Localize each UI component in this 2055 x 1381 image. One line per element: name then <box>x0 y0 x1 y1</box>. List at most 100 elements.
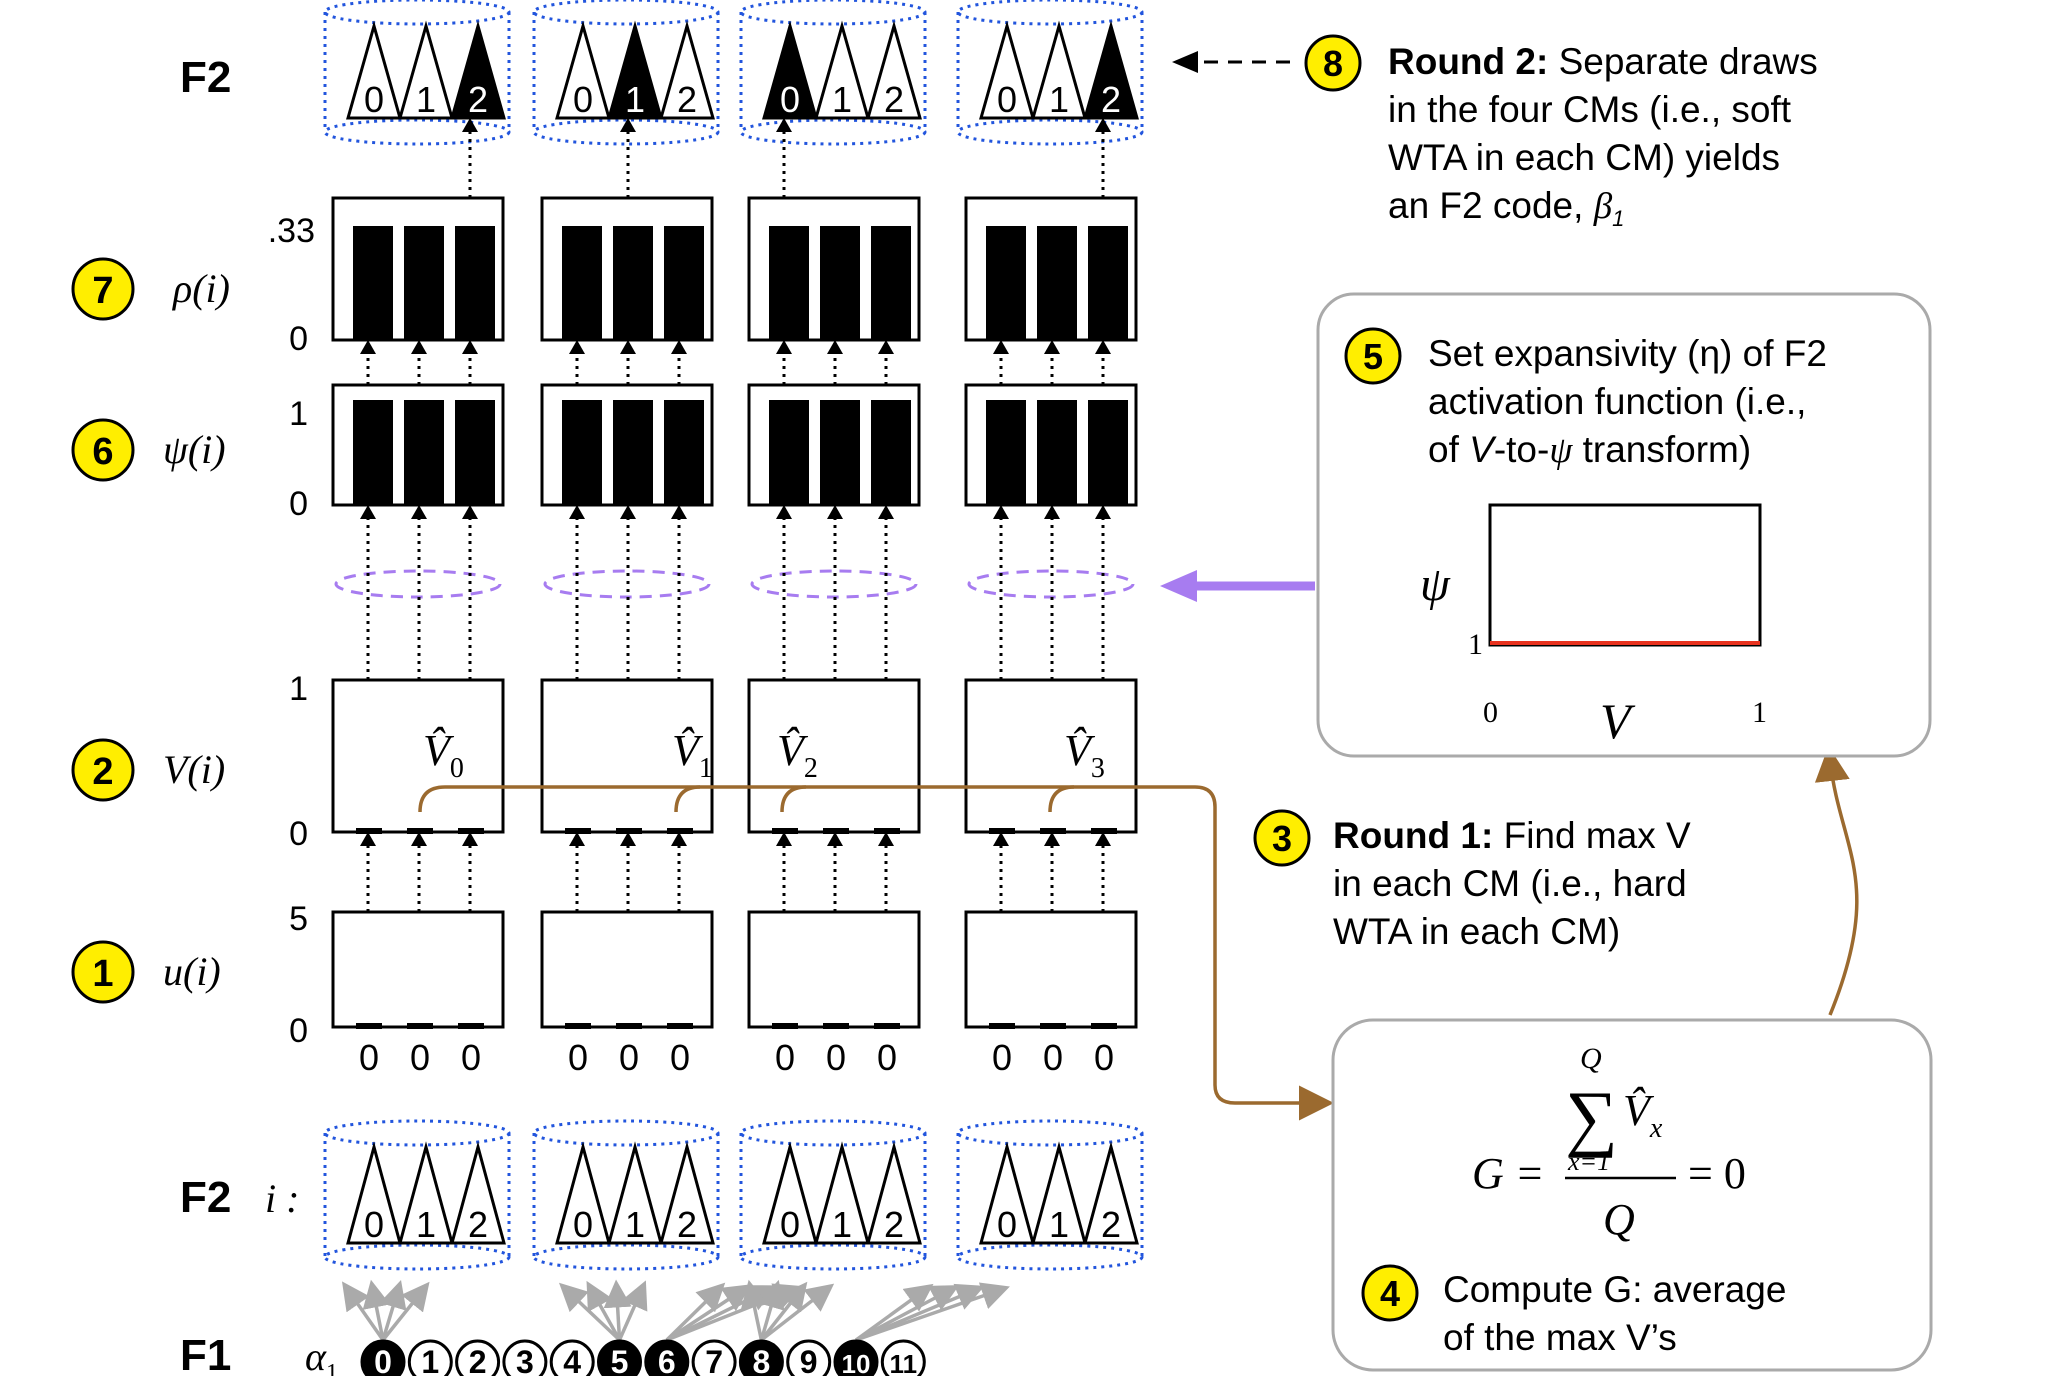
plot-x0: 0 <box>1483 696 1498 729</box>
cm-1-u-value-1: 0 <box>619 1037 639 1078</box>
f1-unit-0 <box>360 1339 406 1381</box>
cm-3-u-v-arrow-1-head <box>1044 832 1060 846</box>
box5-line1: Set expansivity (η) of F2 <box>1428 333 1827 374</box>
round2-line1: Round 2: Separate draws <box>1388 41 1818 82</box>
cm-3-psi-rho-arrow-0-head <box>993 340 1009 354</box>
cm-3-f2-bottom-cell-2 <box>1083 1141 1139 1245</box>
round1-line2: in each CM (i.e., hard <box>1333 863 1687 904</box>
cm-0-u-v-arrow-0-head <box>360 832 376 846</box>
step-8-badge: 8 <box>1304 34 1362 92</box>
cm-0-psi-bar-1 <box>404 400 444 505</box>
f1-unit-4 <box>549 1339 595 1381</box>
f1-unit-9-label: 9 <box>800 1344 818 1376</box>
cm-0-f2-bottom-top-ellipse <box>323 1119 511 1147</box>
step-6-badge: 6 <box>71 418 135 482</box>
box4-caption2: of the max V’s <box>1443 1317 1677 1358</box>
f1-unit-2 <box>455 1339 501 1381</box>
f1-unit-8 <box>738 1339 784 1381</box>
box4-caption1: Compute G: average <box>1443 1269 1786 1310</box>
cm-1-f2-bottom-cell-2-label: 2 <box>677 1204 697 1245</box>
round1-line1: Round 1: Find max V <box>1333 815 1691 856</box>
f1-unit-11 <box>880 1339 926 1381</box>
cm-2-rho-bar-2 <box>871 226 911 340</box>
cm-3-v-psi-arrow-2-head <box>1095 505 1111 519</box>
cm-0-f2-bottom-cell-1 <box>398 1141 454 1245</box>
f2-bottom-label: F2 <box>180 1173 231 1222</box>
f1-label: F1 <box>180 1331 231 1376</box>
v-tick-bottom: 0 <box>289 815 308 853</box>
cm-2-v-psi-arrow-2-head <box>878 505 894 519</box>
cm-1-u-v-arrow-0-head <box>569 832 585 846</box>
f1-unit-10 <box>833 1339 879 1381</box>
step-8-number: 8 <box>1323 43 1343 84</box>
cm-2-psi-bar-0 <box>769 400 809 505</box>
cm-0-rho-bar-1 <box>404 226 444 340</box>
cm-1-f2-bottom-bottom-ellipse <box>532 1243 720 1271</box>
cm-3-f2-bottom-cell-0 <box>979 1141 1035 1245</box>
cm-3-f2-bottom-cell-0-label: 0 <box>997 1204 1017 1245</box>
cm-2-psi-bar-2 <box>871 400 911 505</box>
cm-2-draw-arrow-head <box>776 118 792 132</box>
cm-2-u-value-0: 0 <box>775 1037 795 1078</box>
step-3-badge: 3 <box>1253 809 1311 867</box>
f1-unit-0-arrow-3 <box>381 1281 430 1342</box>
cm-3-psi-bar-0 <box>986 400 1026 505</box>
f1-unit-0-arrow-0 <box>341 1281 385 1342</box>
cm-2-f2-bottom-cell-1-label: 1 <box>832 1204 852 1245</box>
f1-unit-8-arrow-1 <box>757 1279 785 1341</box>
round1-connector <box>418 785 1334 1121</box>
cm-1-u-box <box>540 910 714 1029</box>
cm-0-f2-bottom-cell-1-label: 1 <box>416 1204 436 1245</box>
cm-0-v-box <box>331 678 505 834</box>
compute-g-box: Q ∑ V̂x x=1 G = Q = 0 4 Compute G: avera… <box>1331 1018 1933 1372</box>
f1-unit-8-label: 8 <box>753 1344 771 1376</box>
f1-unit-8-arrow-3 <box>760 1283 835 1342</box>
f1-unit-3-label: 3 <box>516 1344 534 1376</box>
cm-2-vhat-label: V̂2 <box>777 726 818 784</box>
cm-3-psi-bar-1 <box>1037 400 1077 505</box>
cm-0-f2-bottom-cell-2 <box>450 1141 506 1245</box>
cm-1-f2-top-cell-0 <box>555 20 611 120</box>
cm-1-rho-bar-0 <box>562 226 602 340</box>
f1-unit-10-label: 10 <box>842 1349 871 1376</box>
cm-3-f2-bottom-bottom-ellipse <box>956 1243 1144 1271</box>
cm-3-u-box <box>964 910 1138 1029</box>
cm-0-u-v-arrow-2-head <box>462 832 478 846</box>
f1-unit-2-label: 2 <box>469 1344 487 1376</box>
cm-2-psi-bar-1 <box>820 400 860 505</box>
f1-unit-4-label: 4 <box>563 1344 581 1376</box>
f1-unit-0-arrow-1 <box>362 1279 391 1341</box>
f1-unit-6 <box>644 1339 690 1381</box>
cm-3-f2-top-cell-2-label: 2 <box>1101 79 1121 120</box>
f1-unit-7 <box>691 1339 737 1381</box>
cm-3-u-value-1: 0 <box>1043 1037 1063 1078</box>
cm-1-psi-bar-1 <box>613 400 653 505</box>
cm-3-f2-top-cell-1 <box>1031 20 1087 120</box>
formula-upper-q: Q <box>1580 1042 1602 1075</box>
step-4-number: 4 <box>1380 1273 1400 1314</box>
f1-unit-9 <box>786 1339 832 1381</box>
f1-unit-5-label: 5 <box>611 1344 629 1376</box>
cm-2-f2-top-cell-0 <box>762 20 818 120</box>
round2-pointer <box>1172 51 1290 73</box>
cm-1-v-psi-arrow-2-head <box>671 505 687 519</box>
cm-1-rho-bar-2 <box>664 226 704 340</box>
cm-2-rho-bar-1 <box>820 226 860 340</box>
cm-3-v-psi-arrow-1-head <box>1044 505 1060 519</box>
cm-3-u-value-0: 0 <box>992 1037 1012 1078</box>
cm-0-f2-top-bottom-ellipse <box>323 118 511 146</box>
formula-result: = 0 <box>1688 1149 1746 1198</box>
cm-2-u-box <box>747 910 921 1029</box>
formula-lower: x=1 <box>1567 1147 1610 1176</box>
step-6-number: 6 <box>92 431 113 473</box>
f1-unit-10-arrow-0 <box>854 1283 934 1342</box>
cm-0-psi-bar-0 <box>353 400 393 505</box>
